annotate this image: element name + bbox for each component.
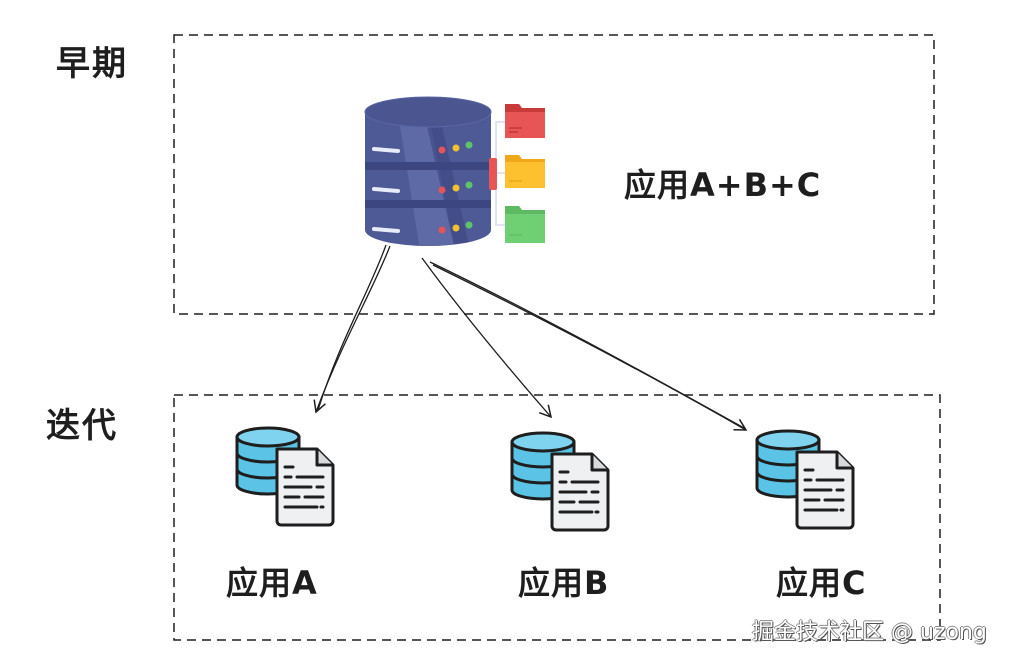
early-section-box [173,34,935,315]
database-document-icon-b [510,431,610,532]
red-folder-icon [505,104,545,138]
database-document-icon-c [755,429,855,530]
early-section-label: 早期 [56,44,128,84]
folder-connector [489,121,505,226]
database-server-icon [364,96,492,246]
app-b-label: 应用B [518,564,610,602]
arrow-to-app-b [421,257,553,419]
iteration-section-label: 迭代 [46,406,118,446]
app-c-label: 应用C [776,564,867,602]
green-folder-icon [505,206,545,243]
app-a-label: 应用A [226,564,318,602]
combined-app-label: 应用A+B+C [624,166,822,204]
iteration-section-box [173,394,941,641]
arrow-to-app-c [429,261,748,431]
watermark: 掘金技术社区 @ uzong [752,620,987,645]
arrow-to-app-a [313,244,391,414]
database-document-icon-a [235,426,335,527]
yellow-folder-icon [505,155,545,188]
